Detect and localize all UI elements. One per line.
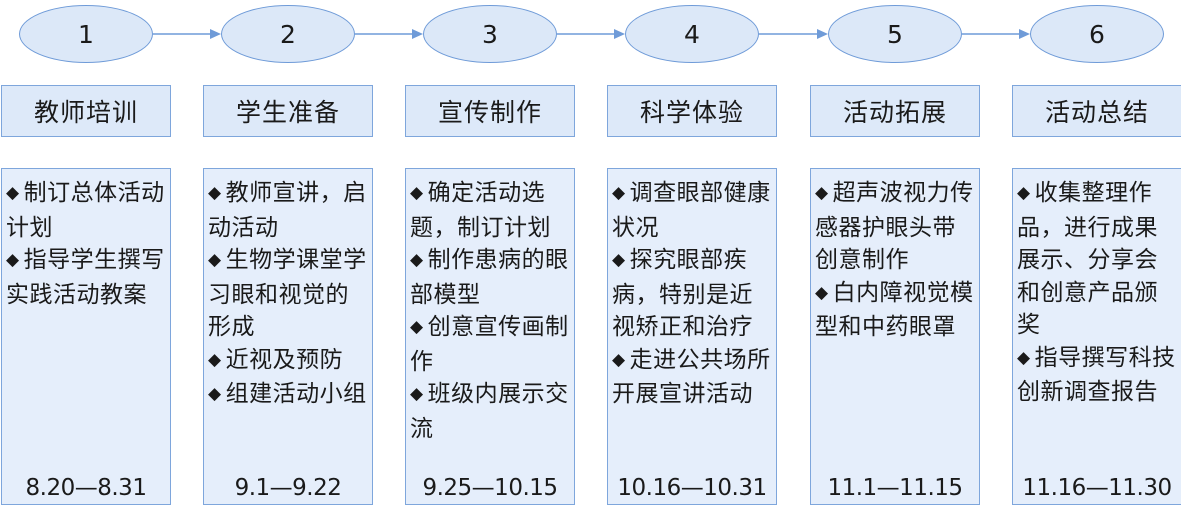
stage-title: 宣传制作 [405, 85, 575, 137]
stage-activity-list: ◆制订总体活动计划◆指导学生撰写实践活动教案 [6, 177, 166, 311]
stage-date-range: 9.25—10.15 [422, 475, 558, 501]
stage-activity-text: 指导学生撰写实践活动教案 [6, 247, 165, 308]
stage-activity-item: ◆超声波视力传感器护眼头带创意制作 [815, 177, 975, 277]
stage-activity-item: ◆组建活动小组 [208, 378, 368, 413]
stage-activity-list: ◆确定活动选题，制订计划◆制作患病的眼部模型◆创意宣传画制作◆班级内展示交流 [410, 177, 570, 445]
stage-activity-text: 教师宣讲，启动活动 [208, 180, 367, 241]
stage-activity-item: ◆探究眼部疾病，特别是近视矫正和治疗 [612, 244, 772, 344]
stage-activity-text: 近视及预防 [225, 346, 344, 373]
stage-title: 科学体验 [607, 85, 777, 137]
stage-activity-text: 收集整理作品，进行成果展示、分享会和创意产品颁奖 [1017, 180, 1158, 338]
stage-activity-item: ◆生物学课堂学习眼和视觉的形成 [208, 244, 368, 344]
step-number-oval: 3 [423, 5, 557, 63]
stage-date-range: 10.16—10.31 [617, 475, 767, 501]
diamond-bullet-icon: ◆ [410, 317, 424, 337]
diamond-bullet-icon: ◆ [815, 282, 829, 303]
step-number-oval: 6 [1030, 5, 1164, 63]
stage-activity-text: 调查眼部健康状况 [612, 180, 771, 241]
stage-activity-text: 组建活动小组 [225, 381, 367, 407]
stage-details-box: ◆调查眼部健康状况◆探究眼部疾病，特别是近视矫正和治疗◆走进公共场所开展宣讲活动… [607, 168, 777, 505]
step-number-oval: 2 [221, 5, 355, 63]
diamond-bullet-icon: ◆ [6, 183, 20, 203]
stage-activity-item: ◆调查眼部健康状况 [612, 177, 772, 244]
stage-title: 学生准备 [203, 85, 373, 137]
stage-activity-item: ◆走进公共场所开展宣讲活动 [612, 344, 772, 411]
stage-activity-item: ◆收集整理作品，进行成果展示、分享会和创意产品颁奖 [1017, 177, 1177, 342]
stage-date-range: 11.1—11.15 [827, 475, 963, 501]
stage-date-range: 11.16—11.30 [1022, 475, 1172, 501]
stage-activity-text: 探究眼部疾病，特别是近视矫正和治疗 [612, 247, 753, 340]
step-number-oval: 5 [828, 5, 962, 63]
diamond-bullet-icon: ◆ [612, 250, 626, 270]
diamond-bullet-icon: ◆ [410, 384, 424, 404]
stage-activity-item: ◆指导学生撰写实践活动教案 [6, 244, 166, 311]
stage-activity-item: ◆制作患病的眼部模型 [410, 244, 570, 311]
diamond-bullet-icon: ◆ [815, 183, 829, 203]
diamond-bullet-icon: ◆ [208, 250, 222, 270]
diamond-bullet-icon: ◆ [1017, 347, 1031, 368]
stage-activity-item: ◆制订总体活动计划 [6, 177, 166, 244]
stage-activity-text: 确定活动选题，制订计划 [410, 180, 551, 241]
diamond-bullet-icon: ◆ [208, 384, 222, 404]
diamond-bullet-icon: ◆ [1017, 183, 1031, 203]
stage-activity-item: ◆近视及预防 [208, 344, 368, 379]
stage-activity-item: ◆创意宣传画制作 [410, 311, 570, 378]
stage-activity-text: 超声波视力传感器护眼头带创意制作 [815, 180, 974, 273]
diamond-bullet-icon: ◆ [612, 349, 626, 370]
stage-activity-item: ◆指导撰写科技创新调查报告 [1017, 342, 1177, 409]
stage-activity-text: 指导撰写科技创新调查报告 [1017, 344, 1176, 406]
stage-title: 活动总结 [1012, 85, 1181, 137]
stage-activity-text: 生物学课堂学习眼和视觉的形成 [208, 247, 367, 340]
diamond-bullet-icon: ◆ [410, 183, 424, 203]
stage-activity-item: ◆教师宣讲，启动活动 [208, 177, 368, 244]
stage-activity-text: 制作患病的眼部模型 [410, 247, 569, 308]
stage-title: 教师培训 [1, 85, 171, 137]
stage-title: 活动拓展 [810, 85, 980, 137]
diamond-bullet-icon: ◆ [6, 250, 20, 270]
stage-activity-item: ◆确定活动选题，制订计划 [410, 177, 570, 244]
stage-activity-text: 走进公共场所开展宣讲活动 [612, 346, 771, 408]
stage-date-range: 9.1—9.22 [234, 475, 342, 501]
stage-activity-list: ◆调查眼部健康状况◆探究眼部疾病，特别是近视矫正和治疗◆走进公共场所开展宣讲活动 [612, 177, 772, 411]
stage-activity-text: 创意宣传画制作 [410, 314, 569, 375]
stage-activity-item: ◆班级内展示交流 [410, 378, 570, 445]
stage-activity-list: ◆超声波视力传感器护眼头带创意制作◆白内障视觉模型和中药眼罩 [815, 177, 975, 344]
stage-activity-text: 白内障视觉模型和中药眼罩 [815, 279, 974, 341]
step-number-oval: 1 [19, 5, 153, 63]
diamond-bullet-icon: ◆ [208, 349, 222, 370]
diamond-bullet-icon: ◆ [410, 250, 424, 270]
diamond-bullet-icon: ◆ [612, 183, 626, 203]
stage-activity-list: ◆收集整理作品，进行成果展示、分享会和创意产品颁奖◆指导撰写科技创新调查报告 [1017, 177, 1177, 409]
diamond-bullet-icon: ◆ [208, 183, 222, 203]
step-number-oval: 4 [625, 5, 759, 63]
stage-activity-text: 制订总体活动计划 [6, 180, 165, 241]
stage-activity-item: ◆白内障视觉模型和中药眼罩 [815, 277, 975, 344]
stage-activity-text: 班级内展示交流 [410, 381, 569, 442]
stage-date-range: 8.20—8.31 [25, 475, 147, 501]
stage-activity-list: ◆教师宣讲，启动活动◆生物学课堂学习眼和视觉的形成◆近视及预防◆组建活动小组 [208, 177, 368, 413]
